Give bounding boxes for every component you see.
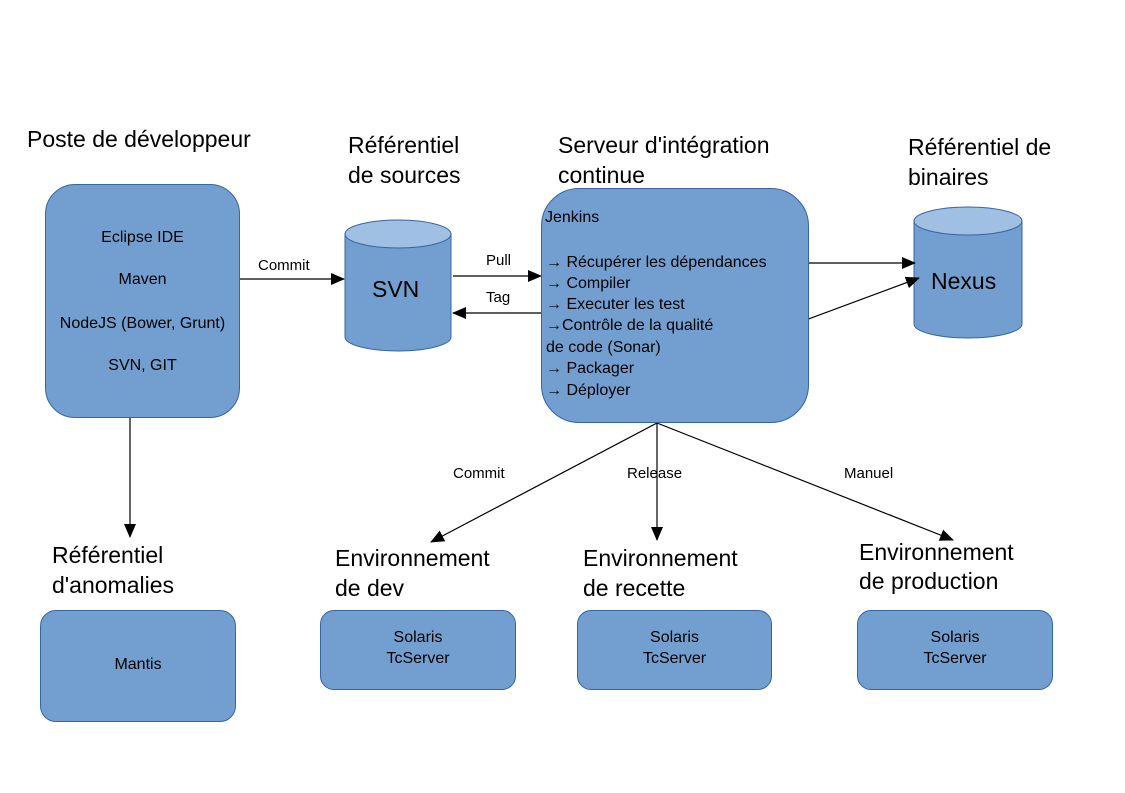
pull-label: Pull (486, 252, 512, 269)
dev-station-box: Eclipse IDE Maven NodeJS (Bower, Grunt) … (45, 184, 240, 418)
dev-station-title: Poste de développeur (27, 126, 251, 152)
env-dev-server: TcServer (386, 650, 450, 667)
bug-repo-title-2: d'anomalies (52, 572, 175, 598)
source-repo-title-1: Référentiel (348, 132, 460, 158)
mantis-label: Mantis (114, 656, 162, 673)
env-recette-os: Solaris (650, 629, 699, 646)
ci-step-quality: →Contrôle de la qualité (546, 317, 714, 334)
svn-cylinder (344, 219, 452, 352)
source-repo-title-2: de sources (348, 162, 461, 188)
binary-repo-title-1: Référentiel de (908, 134, 1052, 160)
ci-server-box (541, 188, 809, 423)
ci-step-dependencies: → Récupérer les dépendances (546, 254, 767, 271)
ci-step-deploy: → Déployer (546, 382, 631, 399)
ci-step-quality-2: de code (Sonar) (546, 339, 661, 356)
env-dev-os: Solaris (393, 629, 443, 646)
commit-label: Commit (258, 257, 310, 274)
env-production-os: Solaris (930, 629, 980, 646)
trigger-release-label: Release (627, 465, 683, 482)
mantis-box: Mantis (40, 610, 236, 722)
deploy-production-arrow (656, 422, 954, 541)
env-production-box: Solaris TcServer (857, 610, 1053, 690)
env-dev-title-2: de dev (335, 575, 405, 601)
env-production-title-2: de production (859, 568, 999, 594)
jenkins-label: Jenkins (545, 209, 600, 226)
binary-repo-title-2: binaires (908, 164, 989, 190)
ci-server-title-2: continue (558, 162, 645, 188)
ci-step-compile: → Compiler (546, 275, 631, 292)
env-recette-server: TcServer (642, 650, 707, 667)
env-production-title-1: Environnement (859, 539, 1014, 565)
dev-item-vcs: SVN, GIT (108, 357, 177, 374)
trigger-commit-label: Commit (453, 465, 505, 482)
ci-step-test: → Executer les test (546, 296, 685, 313)
ci-server-title-1: Serveur d'intégration (558, 132, 770, 158)
env-recette-title-1: Environnement (583, 545, 738, 571)
dev-item-maven: Maven (118, 271, 167, 288)
deploy-dev-arrow (430, 422, 658, 543)
env-dev-title-1: Environnement (335, 545, 490, 571)
env-recette-box: Solaris TcServer (577, 610, 772, 690)
trigger-manual-label: Manuel (844, 465, 894, 482)
ci-step-package: → Packager (546, 360, 635, 377)
env-dev-box: Solaris TcServer (320, 610, 516, 690)
bug-repo-title-1: Référentiel (52, 542, 164, 568)
dev-item-eclipse: Eclipse IDE (101, 229, 184, 246)
nexus-cylinder (913, 206, 1023, 339)
tag-label: Tag (486, 289, 511, 306)
env-recette-title-2: de recette (583, 575, 686, 601)
nexus-label: Nexus (931, 268, 997, 294)
env-production-server: TcServer (923, 650, 987, 667)
dev-item-nodejs: NodeJS (Bower, Grunt) (59, 315, 226, 332)
svn-label: SVN (372, 276, 420, 302)
